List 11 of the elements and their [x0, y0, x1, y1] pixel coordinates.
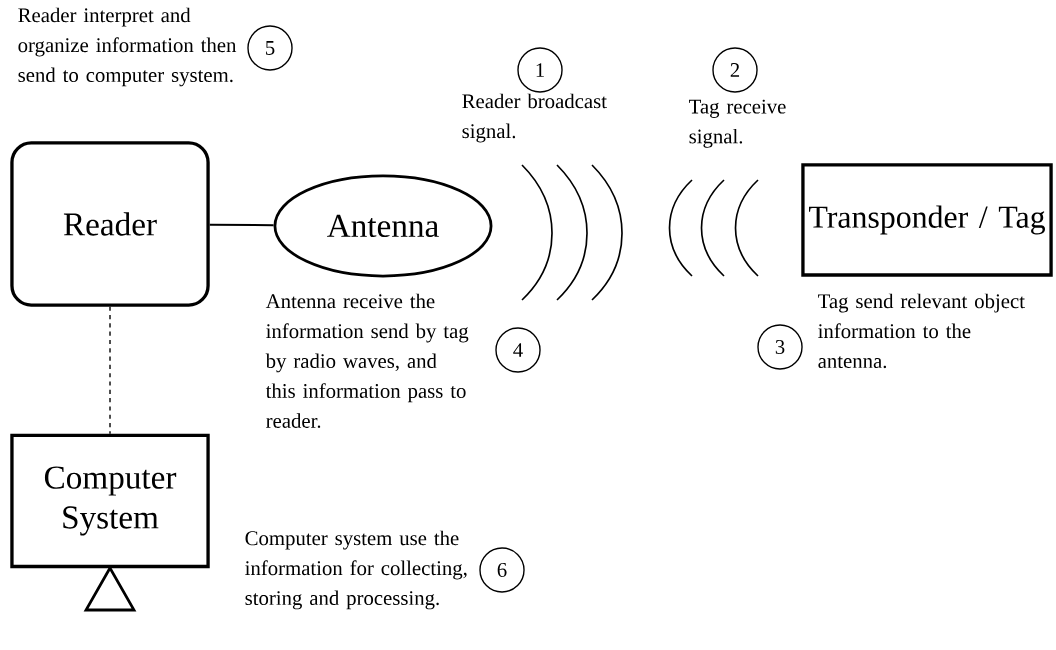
step-description: Tag receive signal. [689, 99, 786, 148]
process-box: Transponder / Tag [801, 163, 1053, 277]
connector-line [109, 306, 111, 435]
step-description: Reader interpret and organize information then send to computer system. [18, 7, 237, 87]
process-box: Computer System [10, 433, 210, 569]
step-description: Tag send relevant object information to the antenna. [818, 293, 1025, 369]
step-description: Reader broadcast signal. [462, 93, 607, 143]
step-description: Antenna receive the information send by tag by radio waves, and this information pass to reader. [265, 293, 469, 428]
step-description: Computer system use the information for collecting, storing and processing. [245, 530, 467, 610]
connector-line [208, 223, 275, 227]
reader-box: Reader [10, 141, 210, 307]
